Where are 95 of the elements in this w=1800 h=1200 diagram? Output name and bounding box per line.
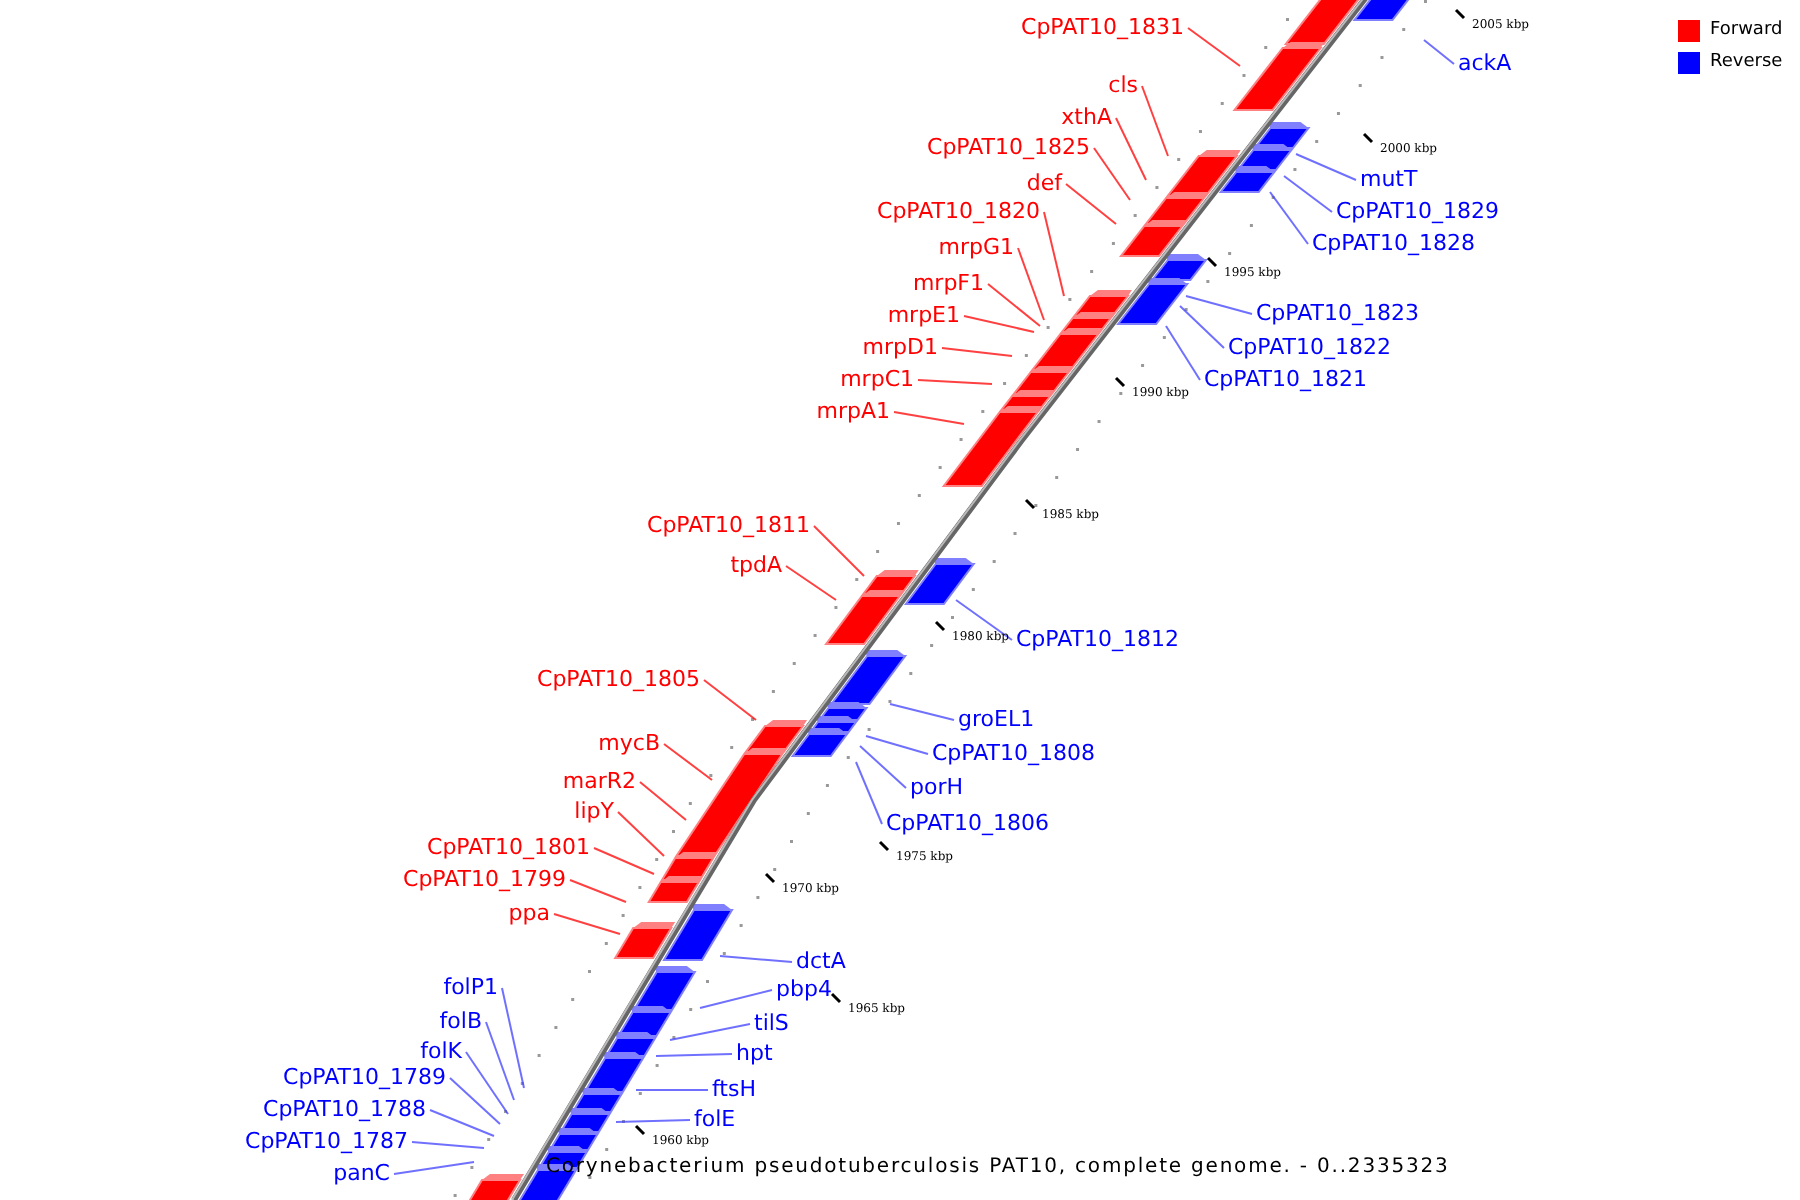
legend-label: Reverse xyxy=(1710,52,1783,74)
leader-line xyxy=(1093,147,1131,201)
gene-label: CpPAT10_1806 xyxy=(886,810,1049,836)
leader-line xyxy=(617,811,665,857)
leader-line xyxy=(465,1051,509,1115)
gene-label: porH xyxy=(910,774,964,800)
gene-label: CpPAT10_1831 xyxy=(1021,14,1184,40)
gene-label: CpPAT10_1828 xyxy=(1312,230,1475,256)
leader-line xyxy=(917,379,993,385)
leader-line xyxy=(501,987,525,1089)
gene-label: groEL1 xyxy=(958,706,1035,732)
caption: Corynebacterium pseudotuberculosis PAT10, complete genome. - 0..2335323 xyxy=(546,1156,1450,1180)
gene-label: tilS xyxy=(754,1010,789,1036)
gene-label: CpPAT10_1825 xyxy=(927,134,1090,160)
leader-line xyxy=(893,411,965,425)
leader-line xyxy=(615,1119,691,1123)
gene-label: folP1 xyxy=(443,974,498,1000)
leader-line xyxy=(703,679,757,721)
leader-line xyxy=(593,847,655,875)
leader-line xyxy=(955,599,1013,641)
gene-label: panC xyxy=(333,1160,390,1186)
leader-line xyxy=(1165,325,1201,381)
legend-label: Forward xyxy=(1710,20,1783,42)
gene-label: mrpA1 xyxy=(816,398,890,424)
leader-line xyxy=(635,1089,709,1091)
leader-line xyxy=(1269,191,1309,245)
gene-label: folB xyxy=(439,1008,482,1034)
gene-label: CpPAT10_1808 xyxy=(932,740,1095,766)
gene-label: CpPAT10_1822 xyxy=(1228,334,1391,360)
gene-label: pbp4 xyxy=(776,976,832,1002)
gene-label: mrpF1 xyxy=(912,270,984,296)
gene-label: mycB xyxy=(598,730,660,756)
leader-line xyxy=(1017,247,1045,321)
leader-line xyxy=(855,761,883,825)
leader-line xyxy=(987,283,1041,327)
gene-label: CpPAT10_1821 xyxy=(1204,366,1367,392)
gene-label: CpPAT10_1811 xyxy=(647,512,810,538)
gene-label: folE xyxy=(694,1106,736,1132)
leader-line xyxy=(393,1161,475,1175)
gene-label: CpPAT10_1805 xyxy=(537,666,700,692)
gene-label: CpPAT10_1787 xyxy=(245,1128,408,1154)
leader-line xyxy=(449,1077,501,1125)
leader-line xyxy=(1187,27,1241,67)
gene-label: CpPAT10_1820 xyxy=(877,198,1040,224)
gene-label: cls xyxy=(1108,72,1138,98)
gene-label: ppa xyxy=(508,900,550,926)
gene-label: mrpD1 xyxy=(862,334,938,360)
leader-line xyxy=(1185,295,1253,315)
gene-label: CpPAT10_1788 xyxy=(263,1096,426,1122)
gene-label: folK xyxy=(420,1038,462,1064)
leader-line xyxy=(1065,183,1117,225)
gene-label: mrpC1 xyxy=(840,366,914,392)
gene-label: xthA xyxy=(1061,104,1112,130)
leader-line xyxy=(889,703,955,721)
gene-label: CpPAT10_1812 xyxy=(1016,626,1179,652)
gene-label: mrpG1 xyxy=(938,234,1014,260)
gene-label: marR2 xyxy=(562,768,636,794)
leader-line xyxy=(663,743,713,781)
leader-line xyxy=(813,525,865,577)
leader-line xyxy=(569,879,627,903)
leader-line xyxy=(1283,175,1333,213)
gene-label: hpt xyxy=(736,1040,773,1066)
leader-line xyxy=(669,1023,751,1041)
gene-label: ackA xyxy=(1458,50,1512,76)
leader-line xyxy=(485,1021,515,1101)
leader-line xyxy=(655,1053,733,1057)
leader-line xyxy=(1179,305,1225,349)
leader-line xyxy=(411,1141,485,1149)
gene-label: def xyxy=(1026,170,1062,196)
gene-label: CpPAT10_1829 xyxy=(1336,198,1499,224)
leader-line xyxy=(1115,117,1147,181)
gene-label: mutT xyxy=(1360,166,1418,192)
leader-line xyxy=(1295,153,1357,181)
leader-line xyxy=(1043,211,1065,297)
leader-line xyxy=(941,347,1013,357)
leader-line xyxy=(429,1109,495,1137)
leader-line xyxy=(785,565,837,601)
gene-label: ftsH xyxy=(712,1076,756,1102)
gene-label: dctA xyxy=(796,948,846,974)
leader-line xyxy=(719,955,793,963)
gene-label: lipY xyxy=(574,798,614,824)
leader-line xyxy=(963,315,1035,333)
leader-line xyxy=(553,913,621,935)
gene-label: CpPAT10_1799 xyxy=(403,866,566,892)
gene-label: tpdA xyxy=(730,552,782,578)
leader-line xyxy=(639,781,687,821)
leader-line xyxy=(1423,39,1455,65)
leader-line xyxy=(865,735,929,755)
gene-label: CpPAT10_1801 xyxy=(427,834,590,860)
gene-label: CpPAT10_1789 xyxy=(283,1064,446,1090)
leader-line xyxy=(1141,85,1169,157)
gene-label: mrpE1 xyxy=(887,302,960,328)
leader-line xyxy=(859,745,907,789)
leader-line xyxy=(699,989,773,1009)
gene-label: CpPAT10_1823 xyxy=(1256,300,1419,326)
